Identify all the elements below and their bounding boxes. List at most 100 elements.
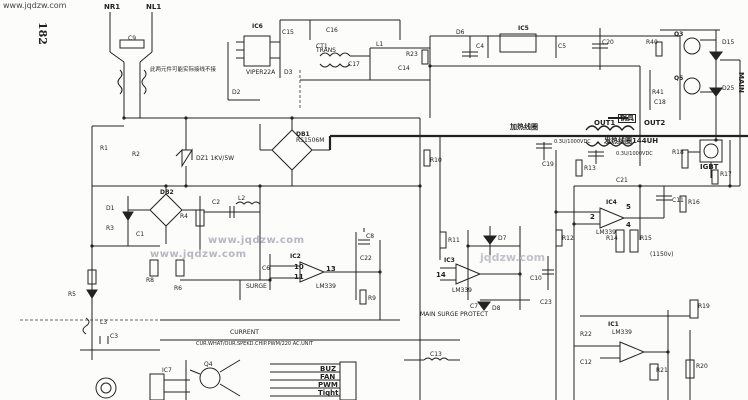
label-c12: C12 [580, 359, 592, 366]
label-r13: R13 [584, 165, 596, 172]
cap-label: 0.3U/1000VDC [554, 139, 591, 145]
label-c11: C11 [672, 197, 684, 204]
label-c21: C21 [616, 177, 628, 184]
label-lm339-c: LM339 [596, 229, 616, 236]
label-c23: C23 [540, 299, 552, 306]
label-db2: DB2 [160, 189, 174, 196]
label-tight: Tight [318, 389, 339, 397]
label-d25: D25 [722, 85, 735, 92]
label-ct1: CT1 [316, 43, 328, 50]
coil-caption: 发热线圈144UH [604, 137, 659, 145]
pin-10: 10 [294, 263, 304, 271]
pin-5: 5 [626, 203, 631, 211]
label-c17: C17 [348, 61, 360, 68]
label-buz: BUZ [320, 365, 337, 373]
label-q3: Q3 [674, 31, 684, 38]
label-c22: C22 [360, 255, 372, 262]
label-d7: D7 [498, 235, 507, 242]
label-c7: C7 [470, 303, 479, 310]
label-r40: R40 [646, 39, 658, 46]
label-r3: R3 [106, 225, 114, 232]
page-number: 182 [36, 22, 49, 45]
label-r21: R21 [656, 367, 668, 374]
label-c13: C13 [430, 351, 442, 358]
label-c18: C18 [654, 99, 666, 106]
label-q4: Q4 [204, 361, 213, 368]
label-lm339-d: LM339 [612, 329, 632, 336]
label-r2: R2 [132, 151, 140, 158]
label-r15: R15 [640, 235, 652, 242]
cap2-label: 0.3U/1000VDC [616, 151, 653, 157]
label-r1: R1 [100, 145, 108, 152]
pin-13: 13 [326, 265, 336, 273]
fuse-note: 此两元件可能实际接线不接 [150, 67, 217, 73]
label-c16: C16 [326, 27, 338, 34]
label-r10: R10 [430, 157, 442, 164]
label-trans: TRANS [316, 47, 336, 54]
label-c3: C3 [110, 333, 119, 340]
label-l3: L3 [100, 319, 108, 326]
terminal-main: MAIN [737, 72, 745, 93]
label-main-surge: MAIN SURGE PROTECT [420, 311, 488, 318]
label-c1: C1 [136, 231, 145, 238]
label-c10: C10 [530, 275, 542, 282]
label-c2: C2 [212, 199, 221, 206]
watermark-left: www.jqdzw.com [150, 249, 247, 260]
label-igbt: IGBT [700, 163, 719, 171]
terminal-nl1: NL1 [146, 3, 162, 11]
label-surge: SURGE [246, 283, 267, 290]
label-ic3: IC3 [444, 257, 455, 264]
label-r8: R8 [146, 277, 154, 284]
pan-label: 锅具 [618, 114, 636, 123]
label-c19: C19 [542, 161, 554, 168]
label-d8: D8 [492, 305, 501, 312]
label-ic6: IC6 [252, 23, 263, 30]
label-ic5: IC5 [518, 25, 529, 32]
label-r14: R14 [606, 235, 618, 242]
label-r4: R4 [180, 213, 188, 220]
pin-4: 4 [626, 221, 631, 229]
label-r5: R5 [68, 291, 76, 298]
label-c8: C8 [366, 233, 375, 240]
label-r19: R19 [698, 303, 710, 310]
label-d2: D2 [232, 89, 241, 96]
label-q5: Q5 [674, 75, 684, 82]
label-pwm: PWM [318, 381, 338, 389]
pin-14: 14 [436, 271, 446, 279]
watermark-center: www.jqdzw.com [208, 235, 305, 246]
label-r11: R11 [448, 237, 460, 244]
label-r17: R17 [720, 171, 732, 178]
label-zener: DZ1 1KV/5W [196, 155, 235, 162]
label-r18: R18 [672, 149, 684, 156]
label-ic1: IC1 [608, 321, 619, 328]
label-c15: C15 [282, 29, 294, 36]
label-db1: DB1 [296, 131, 310, 138]
label-r22: R22 [580, 331, 592, 338]
label-lm339-a: LM339 [316, 283, 336, 290]
label-ic4: IC4 [606, 199, 617, 206]
label-r23: R23 [406, 51, 418, 58]
pin-11: 11 [294, 273, 304, 281]
pin-2: 2 [590, 213, 595, 221]
label-d3: D3 [284, 69, 293, 76]
label-r9: R9 [368, 295, 376, 302]
label-c5: C5 [558, 43, 567, 50]
label-c4: C4 [476, 43, 485, 50]
label-c20: C20 [602, 39, 614, 46]
label-current: CURRENT [230, 329, 259, 336]
label-fan: FAN [320, 373, 336, 381]
label-db1-part: RS1506M [296, 137, 325, 144]
watermark-right: jqdzw.com [480, 251, 546, 264]
out2-label: OUT2 [644, 119, 666, 127]
label-ic2: IC2 [290, 253, 301, 260]
label-r16: R16 [688, 199, 700, 206]
label-c9: C9 [128, 35, 137, 42]
label-r41: R41 [652, 89, 664, 96]
label-lm339-b: LM339 [452, 287, 472, 294]
label-d6: D6 [456, 29, 465, 36]
label-l2: L2 [238, 195, 246, 202]
terminal-nr1: NR1 [104, 3, 121, 11]
label-c6: C6 [262, 265, 271, 272]
